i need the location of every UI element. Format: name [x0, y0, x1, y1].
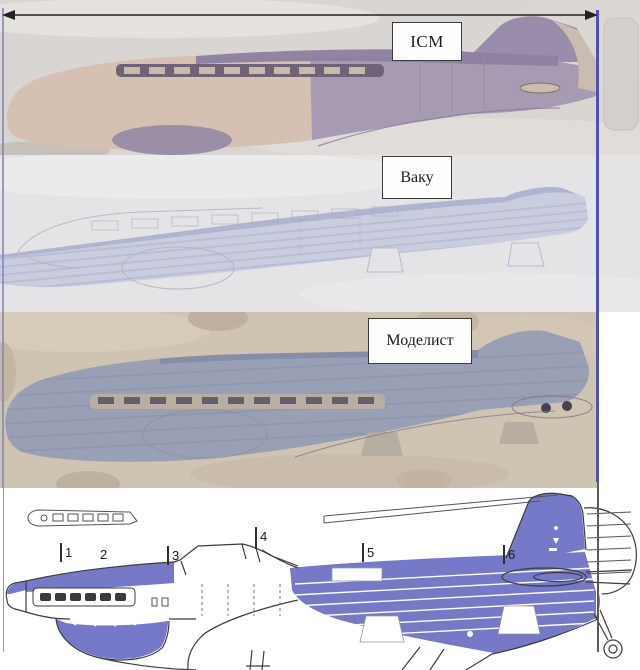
diagram-marker-1: 1 [60, 543, 72, 562]
label-box-vaku: Ваку [382, 156, 452, 199]
label-modelist: Моделист [386, 332, 454, 349]
marker-label: 5 [367, 545, 375, 560]
marker-label: 4 [260, 529, 268, 544]
marker-tick [362, 543, 364, 562]
marker-label: 6 [508, 547, 516, 562]
marker-tick [60, 543, 62, 562]
diagram-marker-4: 4 [255, 527, 267, 549]
modelist-fuselage-photo [0, 312, 598, 488]
label-vaku: Ваку [400, 168, 434, 186]
right-extent-line-lower [597, 482, 599, 652]
diagram-marker-6: 6 [503, 545, 515, 564]
diagram-panel: 1 2 3 4 5 6 [0, 488, 640, 670]
diagram-marker-2: 2 [100, 545, 107, 561]
aircraft-side-drawing [5, 492, 637, 670]
marker-tick [255, 527, 257, 549]
photo-panel-vaku: Ваку [0, 155, 640, 312]
diagram-marker-5: 5 [362, 543, 374, 562]
marker-tick [503, 545, 505, 564]
left-extent-line-lower [3, 488, 4, 652]
label-icm: ICM [410, 31, 444, 51]
label-box-icm: ICM [392, 22, 462, 61]
photo-panel-icm: ICM [0, 0, 640, 155]
photo-panel-modelist: Моделист [0, 312, 598, 488]
diagram-marker-3: 3 [167, 546, 179, 565]
right-extent-line [596, 10, 599, 482]
label-box-modelist: Моделист [368, 318, 472, 364]
vaku-fuselage-photo [0, 155, 640, 312]
left-extent-line [2, 8, 4, 488]
marker-label: 2 [100, 547, 108, 562]
icm-fuselage-photo [0, 0, 640, 155]
marker-label: 1 [65, 545, 73, 560]
marker-tick [167, 546, 169, 565]
measurement-arrow [2, 10, 598, 20]
marker-label: 3 [172, 548, 180, 563]
